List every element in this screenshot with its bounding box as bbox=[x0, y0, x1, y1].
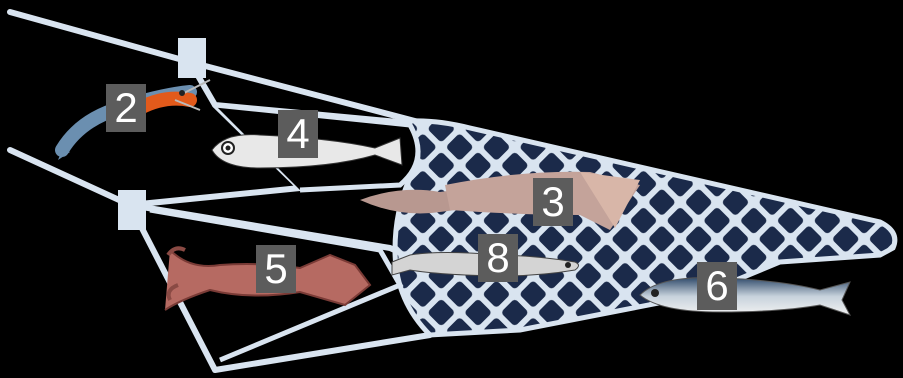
label-squid-red: 5 bbox=[256, 245, 296, 293]
badge-number: 5 bbox=[264, 245, 287, 292]
label-hatchetfish: 8 bbox=[478, 234, 518, 282]
badge-number: 4 bbox=[286, 110, 309, 157]
label-lanternfish: 4 bbox=[278, 110, 318, 158]
label-squid-large: 3 bbox=[533, 178, 573, 226]
badge-number: 6 bbox=[705, 262, 728, 309]
label-shrimp: 2 bbox=[106, 84, 146, 132]
badge-number: 3 bbox=[541, 178, 564, 225]
lower-float bbox=[118, 190, 146, 230]
label-mackerel: 6 bbox=[697, 262, 737, 310]
mackerel-icon bbox=[640, 278, 850, 315]
upper-float bbox=[178, 38, 206, 78]
badge-number: 2 bbox=[114, 84, 137, 131]
badge-number: 8 bbox=[486, 234, 509, 281]
